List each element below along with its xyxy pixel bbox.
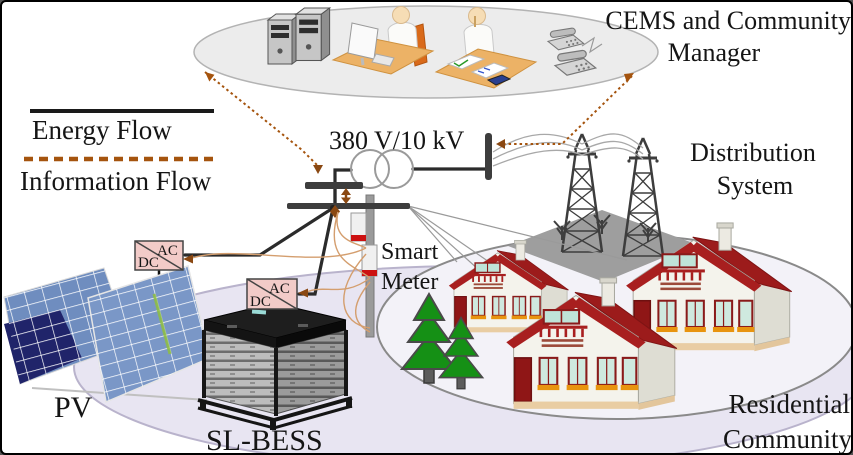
phone-cord xyxy=(581,36,603,54)
pv-converter: AC DC xyxy=(134,240,184,271)
information-flows xyxy=(183,71,634,333)
pv-array-icon xyxy=(3,265,211,404)
residential-label-line1: Residential xyxy=(729,389,850,419)
operator-workstation-icon xyxy=(331,6,435,75)
server-icon xyxy=(267,13,301,65)
distribution-label-line1: Distribution xyxy=(690,138,816,167)
smart-meter-label-line2: Meter xyxy=(381,269,438,295)
legend: Energy Flow Information Flow xyxy=(20,109,214,196)
smart-meter-icon xyxy=(350,194,378,338)
energy-flow-label: Energy Flow xyxy=(32,115,172,145)
bess-label: SL-BESS xyxy=(206,424,323,455)
pv-converter-dc-label: DC xyxy=(138,255,159,271)
pcc-busbar xyxy=(485,133,492,180)
pv-converter-ac-label: AC xyxy=(157,243,178,259)
meter-signal-curves xyxy=(191,211,371,333)
cems-platform xyxy=(193,5,659,99)
cems-label-line1: CEMS and Community xyxy=(605,6,851,35)
bess-converter-dc-label: DC xyxy=(250,294,271,310)
information-flow-label: Information Flow xyxy=(20,166,212,196)
busbars xyxy=(287,133,492,209)
pv-label: PV xyxy=(54,391,93,424)
server-icon xyxy=(295,7,331,62)
bess-converter: AC DC xyxy=(246,278,298,310)
distribution-label-line2: System xyxy=(717,171,794,200)
planner-workstation-icon xyxy=(434,7,538,89)
bess-converter-ac-label: AC xyxy=(269,281,290,297)
smart-meter-label-line1: Smart xyxy=(381,239,439,265)
transformer-icon xyxy=(350,149,414,189)
transformer-rating-label: 380 V/10 kV xyxy=(329,126,465,155)
residential-label-line2: Community xyxy=(723,424,853,454)
cems-label-line2: Manager xyxy=(668,38,761,67)
